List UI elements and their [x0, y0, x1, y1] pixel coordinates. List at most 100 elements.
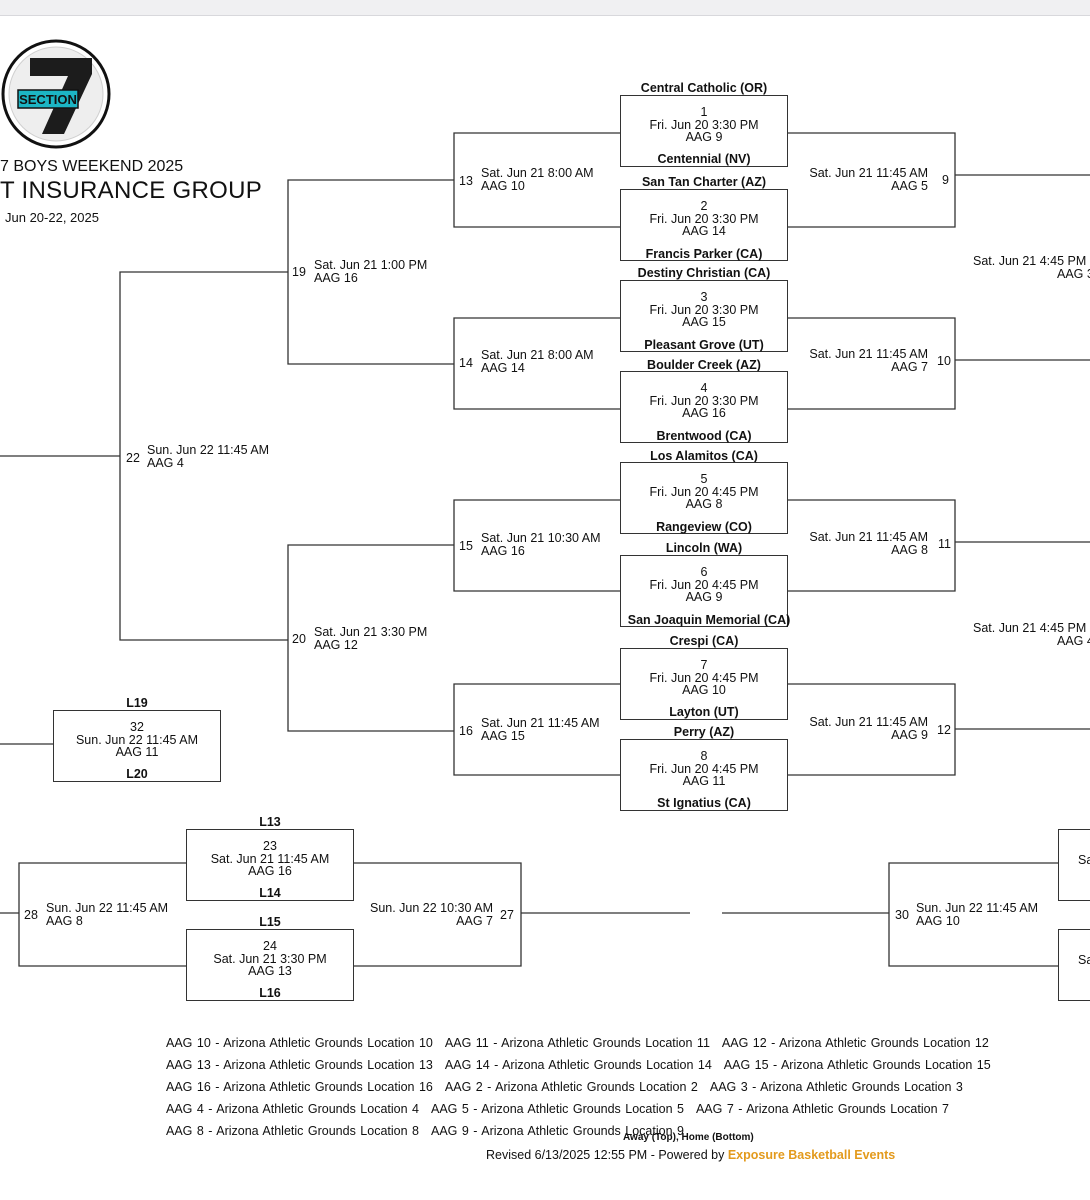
game-number: 1 — [700, 105, 708, 119]
team-top-g32[interactable]: L19 — [126, 696, 148, 710]
game-label-g19[interactable]: Sat. Jun 21 1:00 PM AAG 16 — [314, 259, 427, 284]
game-number: 8 — [700, 749, 708, 763]
game-box-g23[interactable]: 23 Sat. Jun 21 11:45 AM AAG 16 — [186, 829, 354, 901]
team-bottom-g23[interactable]: L14 — [259, 886, 281, 900]
team-bottom-g5[interactable]: Rangeview (CO) — [656, 520, 752, 534]
game-court: AAG 8 — [46, 913, 83, 928]
game-time: Sat. Jun 21 11:45 AM — [809, 166, 928, 180]
game-court: AAG 9 — [685, 130, 723, 144]
game-label-g11[interactable]: Sat. Jun 21 11:45 AM AAG 8 — [802, 531, 928, 556]
game-time: Sun. Jun 22 10:30 AM — [369, 901, 493, 915]
game-time: Fri. Jun 20 3:30 PM — [649, 117, 759, 132]
team-top-g7[interactable]: Crespi (CA) — [669, 634, 739, 648]
game-time: Sat. Jun 21 3:30 PM — [213, 951, 327, 966]
legend-row: AAG 10 - Arizona Athletic Grounds Locati… — [166, 1036, 1001, 1050]
game-box-right-c[interactable]: Sa — [1058, 829, 1090, 901]
game-number-g30: 30 — [895, 908, 909, 922]
game-time: Sa — [1078, 853, 1090, 867]
connector-g7-g8-to-g16 — [453, 683, 620, 776]
group-title: T INSURANCE GROUP — [0, 177, 263, 204]
team-top-g3[interactable]: Destiny Christian (CA) — [637, 266, 771, 280]
game-number-g14: 14 — [459, 356, 473, 370]
team-bottom-g3[interactable]: Pleasant Grove (UT) — [644, 338, 764, 352]
game-number: 2 — [700, 199, 708, 213]
game-label-g14[interactable]: Sat. Jun 21 8:00 AM AAG 14 — [481, 349, 594, 374]
team-bottom-g2[interactable]: Francis Parker (CA) — [645, 247, 763, 261]
game-box-g5[interactable]: 5 Fri. Jun 20 4:45 PM AAG 8 — [620, 462, 788, 534]
connector-g3-g4-to-g10 — [788, 317, 956, 410]
game-box-g24[interactable]: 24 Sat. Jun 21 3:30 PM AAG 13 — [186, 929, 354, 1001]
game-label-right-a[interactable]: Sat. Jun 21 4:45 PM AAG 3 — [973, 255, 1090, 280]
game-time: Fri. Jun 20 3:30 PM — [649, 393, 759, 408]
team-bottom-g32[interactable]: L20 — [126, 767, 148, 781]
team-bottom-g1[interactable]: Centennial (NV) — [657, 152, 751, 166]
team-bottom-g4[interactable]: Brentwood (CA) — [656, 429, 752, 443]
connector-g23-g24-to-g27 — [354, 862, 522, 967]
team-top-g23[interactable]: L13 — [259, 815, 281, 829]
game-time: Sun. Jun 22 11:45 AM — [75, 732, 199, 747]
team-top-g24[interactable]: L15 — [259, 915, 281, 929]
game-box-g7[interactable]: 7 Fri. Jun 20 4:45 PM AAG 10 — [620, 648, 788, 720]
team-bottom-g24[interactable]: L16 — [259, 986, 281, 1000]
section-7-logo: SECTION — [0, 38, 112, 155]
game-box-g4[interactable]: 4 Fri. Jun 20 3:30 PM AAG 16 — [620, 371, 788, 443]
legend-item: AAG 7 - Arizona Athletic Grounds Locatio… — [695, 1102, 949, 1116]
game-label-g27[interactable]: Sun. Jun 22 10:30 AM AAG 7 — [360, 902, 493, 927]
game-number-g16: 16 — [459, 724, 473, 738]
event-title: 7 BOYS WEEKEND 2025 — [0, 158, 184, 175]
connector-g15-g16-to-g20 — [287, 544, 454, 732]
game-label-g16[interactable]: Sat. Jun 21 11:45 AM AAG 15 — [481, 717, 600, 742]
team-top-g4[interactable]: Boulder Creek (AZ) — [647, 358, 761, 372]
game-label-g28[interactable]: Sun. Jun 22 11:45 AM AAG 8 — [46, 902, 168, 927]
game-number: 6 — [700, 565, 708, 579]
team-top-g1[interactable]: Central Catholic (OR) — [640, 81, 768, 95]
game-time: Sat. Jun 21 10:30 AM — [481, 531, 601, 545]
game-court: AAG 11 — [115, 745, 159, 759]
connector-g23-g24-to-g28 — [18, 862, 186, 967]
game-box-g6[interactable]: 6 Fri. Jun 20 4:45 PM AAG 9 — [620, 555, 788, 627]
game-time: Sa — [1078, 953, 1090, 967]
game-label-g13[interactable]: Sat. Jun 21 8:00 AM AAG 10 — [481, 167, 594, 192]
game-label-g22[interactable]: Sun. Jun 22 11:45 AM AAG 4 — [147, 444, 269, 469]
game-court: AAG 8 — [685, 497, 723, 511]
game-court: AAG 13 — [248, 964, 292, 978]
team-top-g6[interactable]: Lincoln (WA) — [665, 541, 743, 555]
game-box-g2[interactable]: 2 Fri. Jun 20 3:30 PM AAG 14 — [620, 189, 788, 261]
game-number: 32 — [130, 720, 144, 734]
exposure-link[interactable]: Exposure Basketball Events — [727, 1148, 896, 1162]
team-top-g2[interactable]: San Tan Charter (AZ) — [641, 175, 767, 189]
game-label-g20[interactable]: Sat. Jun 21 3:30 PM AAG 12 — [314, 626, 427, 651]
team-top-g5[interactable]: Los Alamitos (CA) — [650, 449, 758, 463]
game-label-g9[interactable]: Sat. Jun 21 11:45 AM AAG 5 — [802, 167, 928, 192]
game-number: 24 — [263, 939, 277, 953]
game-label-g10[interactable]: Sat. Jun 21 11:45 AM AAG 7 — [802, 348, 928, 373]
legend-row: AAG 4 - Arizona Athletic Grounds Locatio… — [166, 1102, 961, 1116]
legend-item: AAG 4 - Arizona Athletic Grounds Locatio… — [166, 1102, 419, 1116]
game-time: Sat. Jun 21 4:45 PM — [973, 254, 1087, 268]
game-box-g32[interactable]: 32 Sun. Jun 22 11:45 AM AAG 11 — [53, 710, 221, 782]
legend-item: AAG 13 - Arizona Athletic Grounds Locati… — [166, 1058, 433, 1072]
game-time: Sat. Jun 21 8:00 AM — [481, 348, 594, 362]
legend-row: AAG 8 - Arizona Athletic Grounds Locatio… — [166, 1124, 696, 1138]
game-court: AAG 10 — [682, 683, 726, 697]
team-bottom-g7[interactable]: Layton (UT) — [669, 705, 739, 719]
game-time: Sun. Jun 22 11:45 AM — [147, 443, 270, 457]
game-time: Fri. Jun 20 3:30 PM — [649, 211, 759, 226]
game-number: 23 — [263, 839, 277, 853]
game-label-g15[interactable]: Sat. Jun 21 10:30 AM AAG 16 — [481, 532, 601, 557]
game-label-g12[interactable]: Sat. Jun 21 11:45 AM AAG 9 — [802, 716, 928, 741]
team-top-g8[interactable]: Perry (AZ) — [673, 725, 735, 739]
game-time: Sat. Jun 21 11:45 AM — [809, 715, 928, 729]
team-bottom-g8[interactable]: St Ignatius (CA) — [657, 796, 751, 810]
game-court: AAG 16 — [314, 270, 358, 285]
game-time: Sun. Jun 22 11:45 AM — [46, 901, 169, 915]
game-label-right-b[interactable]: Sat. Jun 21 4:45 PM AAG 4 — [973, 622, 1090, 647]
game-label-g30[interactable]: Sun. Jun 22 11:45 AM AAG 10 — [916, 902, 1038, 927]
game-box-g3[interactable]: 3 Fri. Jun 20 3:30 PM AAG 15 — [620, 280, 788, 352]
game-box-right-d[interactable]: Sa — [1058, 929, 1090, 1001]
game-box-g1[interactable]: 1 Fri. Jun 20 3:30 PM AAG 9 — [620, 95, 788, 167]
game-time: Fri. Jun 20 4:45 PM — [649, 670, 759, 685]
team-bottom-g6[interactable]: San Joaquin Memorial (CA) — [627, 613, 791, 627]
game-box-g8[interactable]: 8 Fri. Jun 20 4:45 PM AAG 11 — [620, 739, 788, 811]
